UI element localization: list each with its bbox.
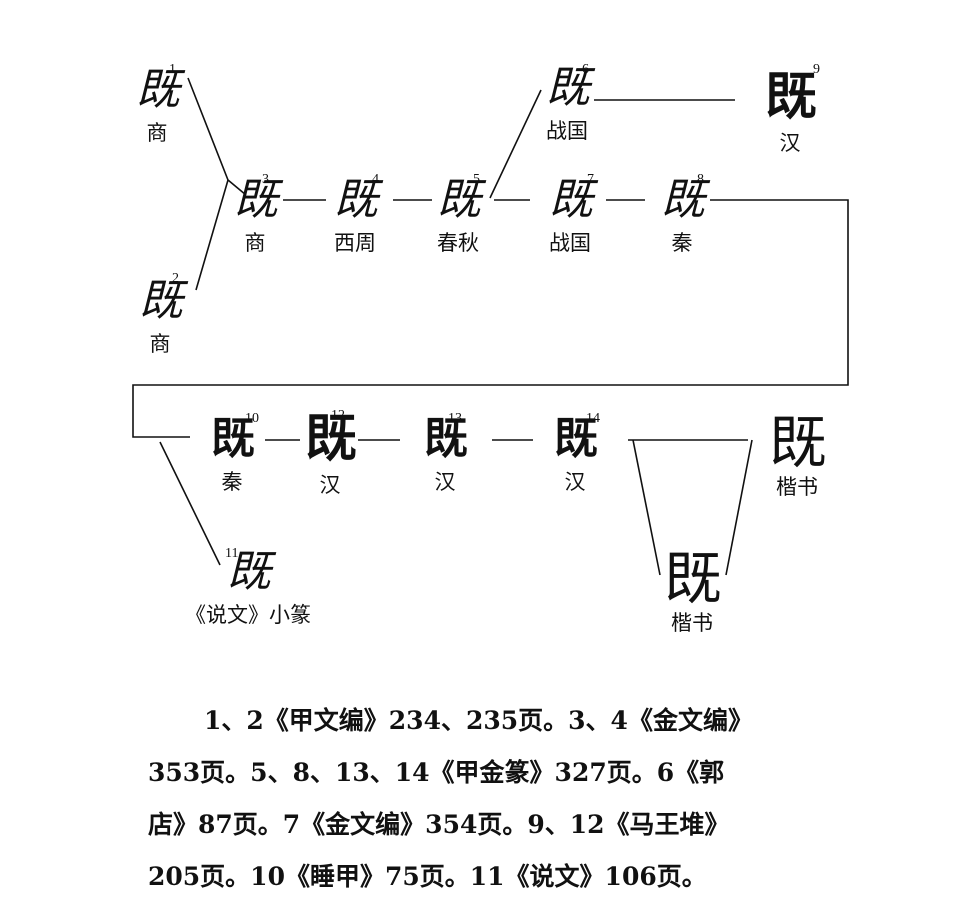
era-label-kaishu-right: 楷书 (775, 475, 818, 499)
connector-14-kaishu-bottom (632, 439, 661, 576)
glyph-number-3: 3 (262, 172, 269, 187)
era-label-12: 汉 (319, 473, 341, 497)
glyph-bronze-4: 既 (334, 174, 378, 225)
glyph-number-5: 5 (473, 172, 480, 187)
glyph-node-10: 既 10 秦 (211, 411, 259, 495)
era-label-11: 《说文》小篆 (185, 603, 311, 627)
glyph-number-10: 10 (245, 411, 259, 426)
glyph-node-kaishu-bottom: 既 楷书 (663, 544, 722, 636)
glyph-node-kaishu-right: 既 楷书 (768, 408, 827, 500)
glyph-node-11: 既 11 《说文》小篆 (185, 546, 311, 628)
glyph-node-5: 既 5 春秋 (437, 172, 481, 256)
caption-line-2: 353页。5、8、13、14《甲金篆》327页。6《郭 (148, 758, 725, 787)
era-label-kaishu-bottom: 楷书 (670, 611, 713, 635)
caption-line-4: 205页。10《睡甲》75页。11《说文》106页。 (148, 862, 707, 891)
glyph-bronze-7: 既 (549, 174, 593, 225)
glyph-number-1: 1 (169, 62, 176, 77)
era-label-7: 战国 (549, 231, 591, 255)
glyph-number-2: 2 (172, 271, 179, 286)
glyph-node-2: 既 2 商 (139, 271, 183, 357)
glyph-han-12: 既 (304, 408, 357, 469)
glyph-node-12: 既 12 汉 (304, 408, 357, 498)
glyph-han-13: 既 (424, 413, 468, 464)
glyph-node-13: 既 13 汉 (424, 411, 468, 495)
glyph-node-3: 既 3 商 (234, 172, 278, 256)
glyph-oracle-2: 既 (139, 275, 183, 326)
era-label-8: 秦 (671, 231, 693, 255)
connector-kaishu-bottom-right (725, 439, 753, 576)
glyph-number-12: 12 (330, 408, 345, 423)
glyph-qin-10: 既 (211, 413, 255, 464)
glyph-oracle-1: 既 (136, 64, 180, 115)
era-label-3: 商 (244, 231, 266, 255)
glyph-number-7: 7 (587, 172, 594, 187)
caption-line-3: 店》87页。7《金文编》354页。9、12《马王堆》 (148, 810, 730, 839)
era-label-5: 春秋 (437, 231, 479, 255)
glyph-node-4: 既 4 西周 (334, 172, 379, 256)
glyph-bronze-3: 既 (234, 174, 278, 225)
glyph-chu-6: 既 (546, 62, 590, 113)
glyph-number-4: 4 (372, 172, 379, 187)
connector-10-11 (159, 441, 221, 566)
glyph-node-6: 既 6 战国 (546, 62, 590, 144)
glyph-han-9: 既 (764, 66, 817, 127)
glyph-node-9: 既 9 汉 (764, 62, 820, 156)
glyph-kaishu-bottom: 既 (663, 544, 722, 612)
era-label-14: 汉 (564, 470, 586, 494)
era-label-2: 商 (149, 332, 171, 356)
glyph-node-1: 既 1 商 (136, 62, 180, 146)
glyph-number-8: 8 (697, 172, 704, 187)
glyph-number-9: 9 (812, 62, 820, 77)
connector-5-6 (489, 89, 542, 199)
glyph-number-11: 11 (225, 546, 239, 561)
glyph-bronze-5: 既 (437, 174, 481, 225)
glyph-han-14: 既 (554, 413, 598, 464)
connector-2-3 (195, 179, 229, 291)
connector-8-wrap (132, 199, 849, 438)
glyph-node-14: 既 14 汉 (554, 411, 600, 495)
glyph-qin-8: 既 (661, 174, 705, 225)
era-label-10: 秦 (221, 470, 243, 494)
era-label-9: 汉 (779, 131, 801, 155)
glyph-number-13: 13 (448, 411, 462, 426)
glyph-node-8: 既 8 秦 (661, 172, 705, 256)
era-label-13: 汉 (434, 470, 456, 494)
era-label-1: 商 (146, 121, 168, 145)
glyph-number-14: 14 (586, 411, 600, 426)
era-label-4: 西周 (334, 231, 376, 255)
glyph-number-6: 6 (582, 62, 589, 77)
caption-line-1: 1、2《甲文编》234、235页。3、4《金文编》 (204, 706, 753, 735)
glyph-kaishu-right: 既 (768, 408, 827, 476)
source-caption: 1、2《甲文编》234、235页。3、4《金文编》 353页。5、8、13、14… (148, 695, 858, 903)
era-label-6: 战国 (546, 119, 588, 143)
glyph-shuowen-11: 既 (227, 546, 271, 597)
glyph-node-7: 既 7 战国 (549, 172, 594, 256)
